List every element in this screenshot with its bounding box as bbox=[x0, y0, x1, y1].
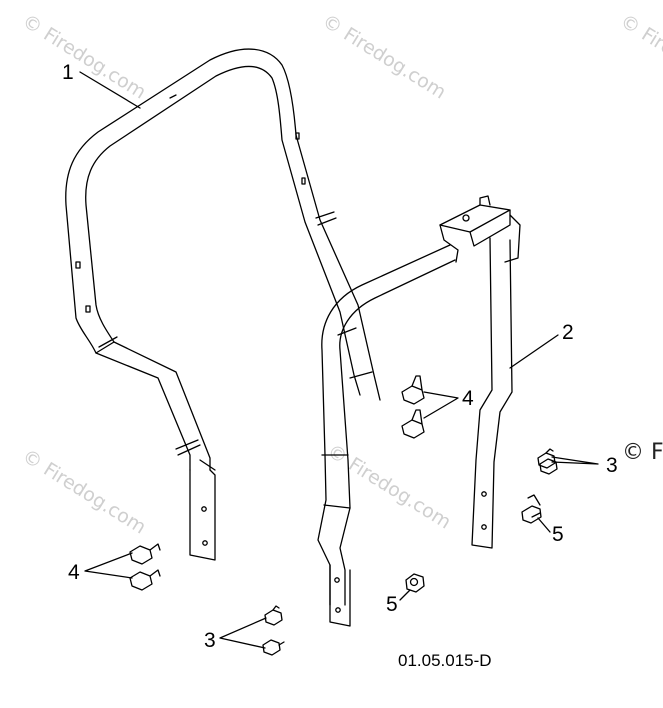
callout-part-3-bottom: 3 bbox=[204, 629, 216, 652]
nuts-part-3-right bbox=[537, 448, 558, 475]
leader-5-bottom bbox=[399, 589, 411, 601]
callout-part-5-right: 5 bbox=[552, 523, 564, 546]
callout-part-3-right: 3 bbox=[606, 454, 618, 477]
leader-4-middle bbox=[423, 391, 459, 419]
leader-5-right bbox=[537, 517, 551, 533]
frame-2 bbox=[317, 195, 521, 627]
nuts-part-3-bottom bbox=[262, 605, 285, 656]
callout-part-1: 1 bbox=[62, 61, 74, 84]
leader-4-left bbox=[84, 552, 133, 579]
leader-3-bottom bbox=[219, 617, 267, 649]
callout-part-2: 2 bbox=[562, 321, 574, 344]
pins-part-4-middle bbox=[401, 375, 425, 439]
callout-part-5-bottom: 5 bbox=[386, 593, 398, 616]
callout-part-4-left: 4 bbox=[68, 561, 80, 584]
pins-part-4-left bbox=[129, 543, 161, 591]
bolt-part-5-bottom bbox=[405, 573, 425, 593]
bolt-part-5-right bbox=[521, 494, 542, 524]
leader-3-right bbox=[551, 456, 599, 465]
diagram-code: 01.05.015-D bbox=[398, 651, 492, 670]
frame-1 bbox=[65, 48, 381, 561]
leader-2 bbox=[509, 334, 559, 369]
callout-part-4-middle: 4 bbox=[462, 387, 474, 410]
leader-1 bbox=[79, 71, 141, 109]
